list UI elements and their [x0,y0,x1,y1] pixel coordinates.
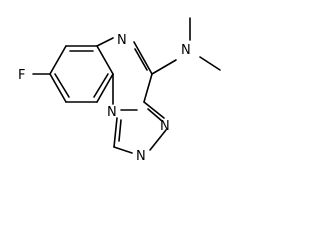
bond-triazole-double-1 [147,108,163,122]
bond-triazole-3 [113,146,133,154]
atom-triazole-n-bottom: N [136,149,146,164]
bond-benzene-2 [96,45,114,75]
atom-bridgehead-n: N [107,105,117,120]
molecule-structure: F N N N N N [18,17,221,164]
bond-benzene-6 [49,45,67,75]
bond-benzene-3 [96,73,114,103]
atom-dimethylamino-n: N [181,43,191,58]
bond-triazole-2 [149,129,167,151]
bond-c-nme2 [151,59,177,75]
bond-pyrazine-1 [96,37,114,47]
bond-benzene-double-3 [93,73,109,98]
bond-triazole-double-2 [118,119,122,142]
bond-triazole-1 [143,101,165,119]
atom-fluorine: F [18,68,25,83]
bond-pyrazine-2 [133,41,153,75]
bond-pyrazine-3 [143,73,153,103]
atom-triazole-n-right: N [160,119,170,134]
bond-triazole-4 [113,117,118,148]
bond-n-methyl-2 [199,56,221,71]
atom-quinoxaline-n-top: N [117,33,127,48]
bond-benzene-5 [49,73,67,103]
bond-benzene-double-2 [54,73,70,98]
bond-pyrazine-double-1 [134,48,148,71]
